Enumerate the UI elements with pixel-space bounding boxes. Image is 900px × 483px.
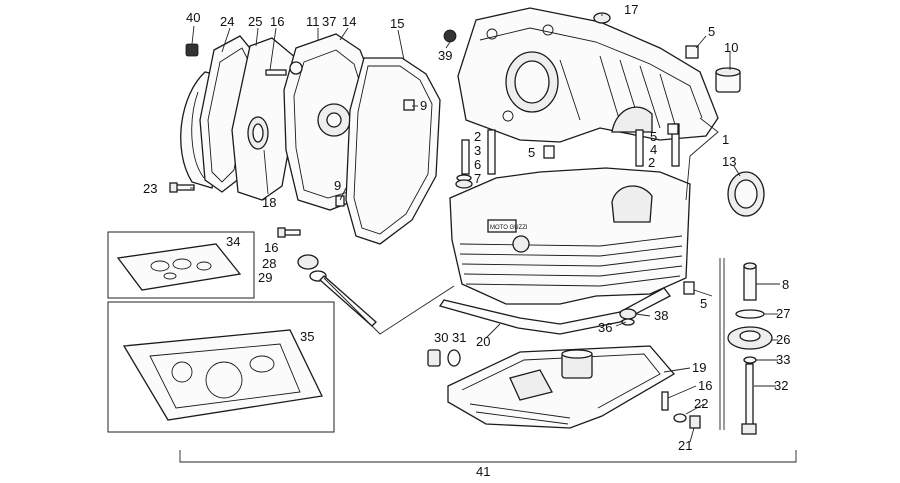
callout-37: 37 bbox=[322, 14, 336, 29]
timing-gasket-15 bbox=[345, 57, 441, 245]
gasket-kit-35-frame bbox=[107, 301, 335, 433]
callout-19: 19 bbox=[692, 360, 706, 375]
callout-38: 38 bbox=[654, 308, 668, 323]
callout-36: 36 bbox=[598, 320, 612, 335]
drain-plug-21-22 bbox=[673, 413, 701, 429]
spacer-8 bbox=[743, 262, 757, 301]
callout-18: 18 bbox=[262, 195, 276, 210]
callout-35: 35 bbox=[300, 329, 314, 344]
seal-ring-10 bbox=[715, 67, 741, 93]
callout-3: 3 bbox=[474, 143, 481, 158]
callout-10: 10 bbox=[724, 40, 738, 55]
plug-40 bbox=[185, 43, 199, 57]
bolt-32 bbox=[741, 363, 757, 435]
o-ring-27 bbox=[735, 309, 765, 319]
callout-20: 20 bbox=[476, 334, 490, 349]
cover-plate-25 bbox=[231, 37, 297, 201]
crankcase-gasket-20 bbox=[438, 287, 671, 335]
callout-26: 26 bbox=[776, 332, 790, 347]
callout-21: 21 bbox=[678, 438, 692, 453]
plug-30-31 bbox=[427, 349, 461, 367]
callout-9-top: 9 bbox=[420, 98, 427, 113]
callout-7: 7 bbox=[474, 171, 481, 186]
callout-31: 31 bbox=[452, 330, 466, 345]
callout-17: 17 bbox=[624, 2, 638, 17]
callout-28: 28 bbox=[262, 256, 276, 271]
lower-crankcase: MOTO GUZZI bbox=[449, 167, 691, 305]
washer-nut-6-7 bbox=[455, 174, 473, 189]
callout-11: 11 bbox=[306, 14, 320, 29]
callout-5-right: 5 bbox=[650, 129, 657, 144]
callout-34: 34 bbox=[226, 234, 240, 249]
filter-cover-26 bbox=[727, 326, 773, 350]
oil-seal-13 bbox=[727, 171, 765, 217]
plug-36-38 bbox=[619, 308, 637, 326]
callout-5-bottom: 5 bbox=[700, 296, 707, 311]
dowel-5-mid bbox=[543, 123, 679, 159]
callout-16-left: 16 bbox=[264, 240, 278, 255]
callout-22: 22 bbox=[694, 396, 708, 411]
callout-30: 30 bbox=[434, 330, 448, 345]
upper-crankcase bbox=[457, 7, 719, 143]
callout-41: 41 bbox=[476, 464, 490, 478]
callout-33: 33 bbox=[776, 352, 790, 367]
leader-lines bbox=[179, 14, 797, 463]
screw-16-sump bbox=[661, 391, 669, 411]
callout-9-mid: 9 bbox=[334, 178, 341, 193]
dowel-5-right bbox=[683, 281, 695, 295]
callout-1: 1 bbox=[722, 132, 729, 147]
crankcase-badge: MOTO GUZZI bbox=[490, 225, 528, 231]
callout-39: 39 bbox=[438, 48, 452, 63]
callout-23: 23 bbox=[143, 181, 157, 196]
screw-23 bbox=[169, 182, 195, 193]
gasket-kit-34-frame bbox=[107, 231, 255, 299]
callout-13: 13 bbox=[722, 154, 736, 169]
callout-32: 32 bbox=[774, 378, 788, 393]
callout-8: 8 bbox=[782, 277, 789, 292]
callout-14: 14 bbox=[342, 14, 356, 29]
callout-4: 4 bbox=[650, 142, 657, 157]
nut-17 bbox=[593, 12, 611, 24]
callout-15: 15 bbox=[390, 16, 404, 31]
callout-40: 40 bbox=[186, 10, 200, 25]
filter-bracket bbox=[719, 258, 725, 430]
callout-27: 27 bbox=[776, 306, 790, 321]
callout-5-top: 5 bbox=[708, 24, 715, 39]
callout-16-right: 16 bbox=[698, 378, 712, 393]
callout-labels: 40 24 25 16 11 37 14 15 39 17 5 10 9 2 3… bbox=[143, 2, 790, 479]
washer-33 bbox=[743, 356, 757, 364]
bolt-16-left bbox=[277, 227, 301, 238]
callout-2-left: 2 bbox=[474, 129, 481, 144]
callout-2-right: 2 bbox=[648, 155, 655, 170]
callout-16-top: 16 bbox=[270, 14, 284, 29]
dowel-9 bbox=[335, 99, 415, 207]
dowel-5-top bbox=[685, 45, 699, 59]
oil-sump-19 bbox=[447, 345, 676, 429]
callout-29: 29 bbox=[258, 270, 272, 285]
callout-24: 24 bbox=[220, 14, 234, 29]
plug-39 bbox=[443, 29, 457, 43]
callout-6: 6 bbox=[474, 157, 481, 172]
callout-5-mid: 5 bbox=[528, 145, 535, 160]
callout-25: 25 bbox=[248, 14, 262, 29]
